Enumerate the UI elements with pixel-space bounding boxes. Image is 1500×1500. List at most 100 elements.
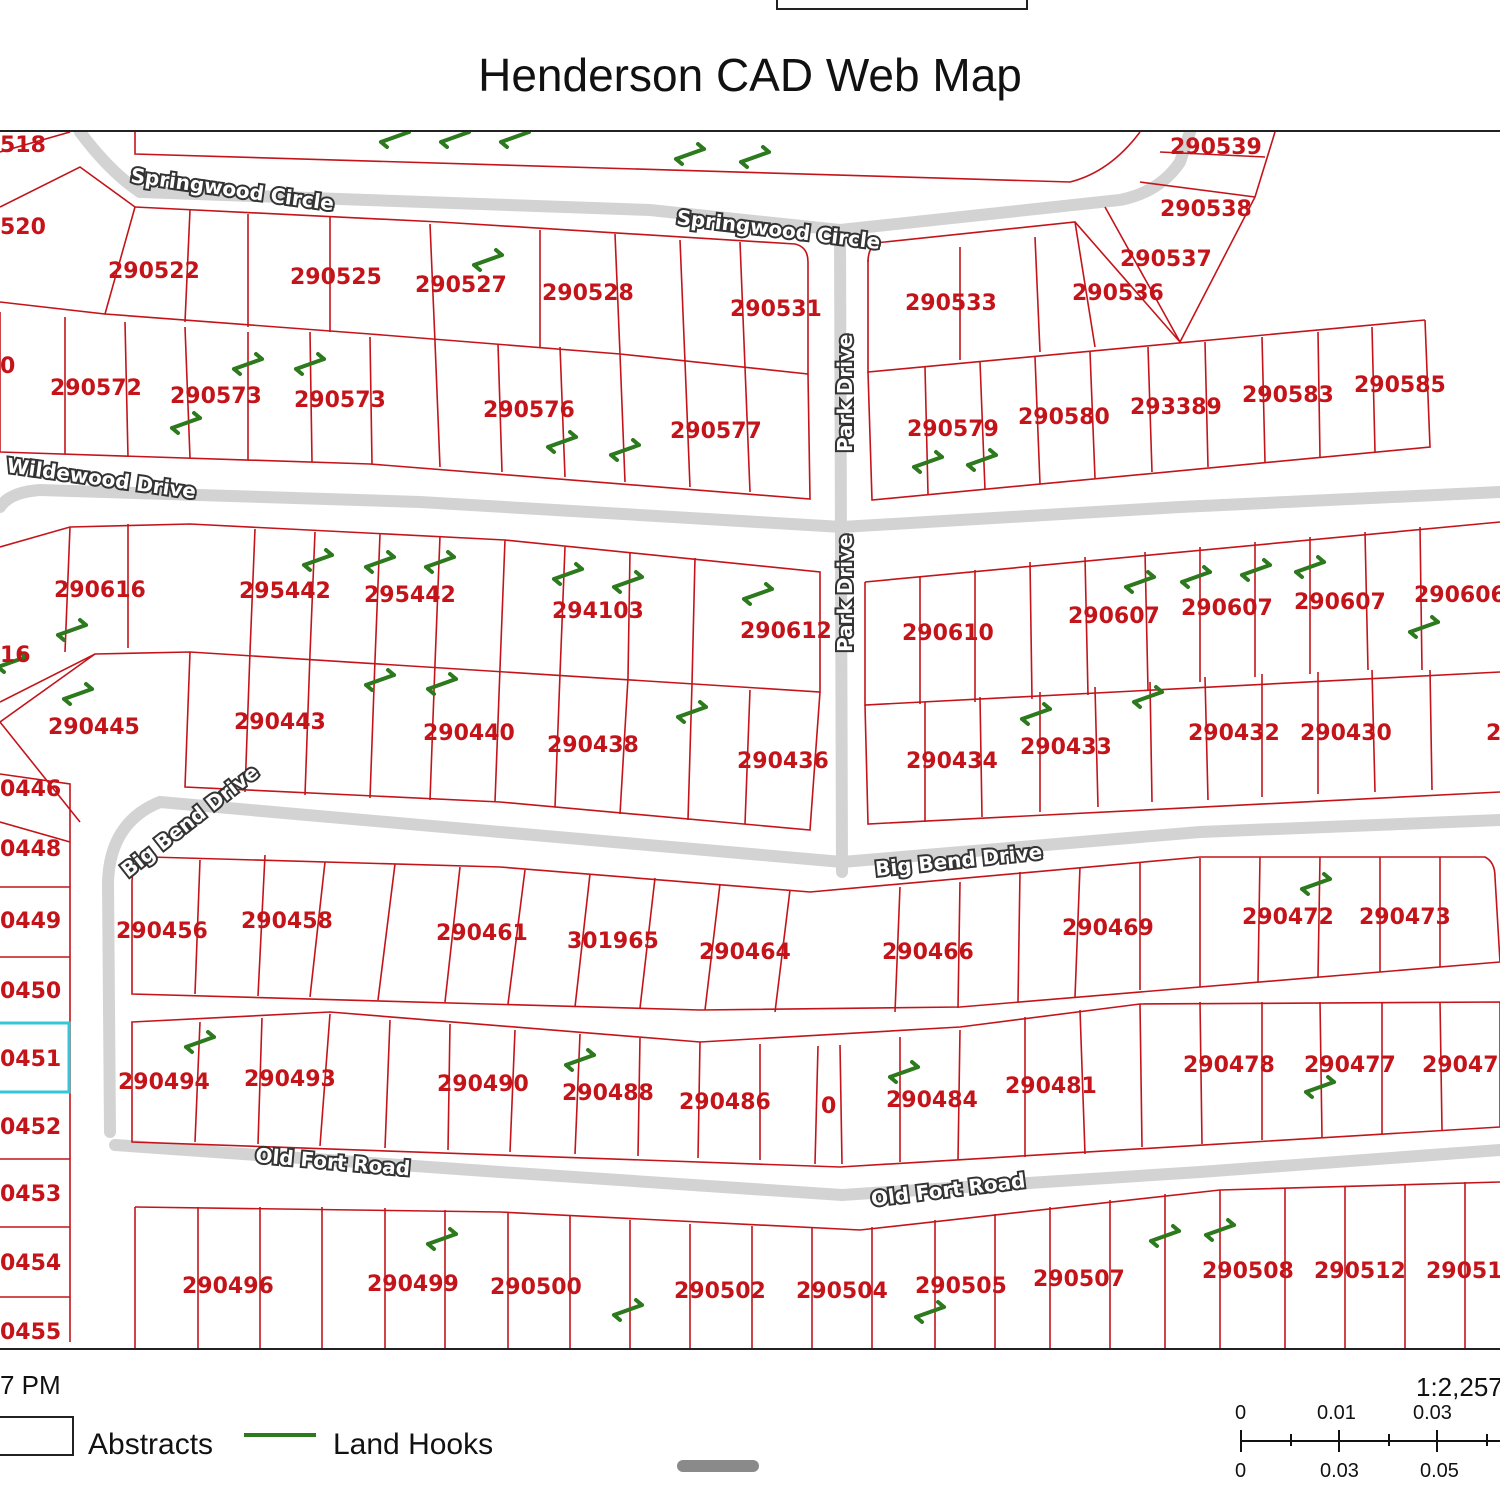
parcel-id: 290458	[241, 909, 333, 934]
parcel-id: 290522	[108, 259, 200, 284]
land-hook-icon	[1304, 1075, 1336, 1099]
land-hook-icon	[966, 448, 998, 472]
parcel-id: 520	[0, 215, 46, 240]
land-hook-icon	[499, 132, 531, 149]
scale-tick	[1388, 1434, 1390, 1446]
parcel-id: 290607	[1294, 590, 1386, 615]
parcel-id: 290494	[118, 1070, 210, 1095]
drag-handle[interactable]	[677, 1460, 759, 1472]
land-hook-icon	[1240, 558, 1272, 582]
land-hook-icon	[888, 1060, 920, 1084]
land-hook-icon	[1020, 702, 1052, 726]
parcel-id: 290436	[737, 749, 829, 774]
parcel-id: 290430	[1300, 721, 1392, 746]
parcel-id: 290505	[915, 1274, 1007, 1299]
land-hook-icon	[439, 132, 471, 149]
land-hook-icon	[612, 1298, 644, 1322]
road-wildewood-drive	[0, 483, 1500, 534]
land-hook-icon	[364, 668, 396, 692]
parcel-id: 290607	[1181, 596, 1273, 621]
parcel-id: 29047	[1422, 1053, 1499, 1078]
parcel-id: 290616	[54, 578, 146, 603]
parcel-id: 0452	[0, 1115, 61, 1140]
scale-label: 0.03	[1413, 1402, 1452, 1424]
parcel-id: 290490	[437, 1072, 529, 1097]
parcel-id: 0	[0, 354, 15, 379]
land-hook-icon	[170, 411, 202, 435]
parcel-id: 290440	[423, 721, 515, 746]
parcel-id: 290539	[1170, 135, 1262, 160]
land-hook-icon	[1124, 570, 1156, 594]
scale-tick	[1436, 1430, 1438, 1452]
parcel-id: 290461	[436, 921, 528, 946]
road-label: Park Drive	[833, 534, 857, 652]
land-hook-icon	[302, 548, 334, 572]
parcel-id: 290612	[740, 619, 832, 644]
parcel-id: 290478	[1183, 1053, 1275, 1078]
parcel-id: 290610	[902, 621, 994, 646]
parcel-id: 290456	[116, 919, 208, 944]
parcel-id: 290528	[542, 281, 634, 306]
parcel-id: 2	[1486, 721, 1500, 746]
road-big-bend-drive	[101, 795, 1500, 1138]
parcel-id: 290585	[1354, 373, 1446, 398]
land-hook-icon	[739, 145, 771, 169]
parcel-id: 290466	[882, 940, 974, 965]
parcel-id: 0451	[0, 1047, 61, 1072]
parcel-id: 290496	[182, 1274, 274, 1299]
parcel-id: 290507	[1033, 1267, 1125, 1292]
scale-tick	[1240, 1430, 1242, 1452]
land-hook-icon	[1294, 555, 1326, 579]
parcel-id: 0448	[0, 837, 61, 862]
parcel-id: 290438	[547, 733, 639, 758]
land-hook-icon	[1300, 872, 1332, 896]
parcel-id: 290536	[1072, 281, 1164, 306]
parcel-id: 290527	[415, 273, 507, 298]
parcel-id: 290525	[290, 265, 382, 290]
parcel-id: 0	[821, 1094, 836, 1119]
scale-bar	[1240, 1440, 1500, 1442]
parcel-id: 0446	[0, 777, 61, 802]
scale-label: 0.05	[1420, 1460, 1459, 1482]
parcel-id: 290573	[170, 384, 262, 409]
land-hook-icon	[676, 700, 708, 724]
parcel-id: 0455	[0, 1320, 61, 1345]
legend-land-hooks-label: Land Hooks	[333, 1428, 494, 1461]
parcel-id: 290607	[1068, 604, 1160, 629]
land-hook-icon	[1204, 1218, 1236, 1242]
selected-parcel-outline[interactable]	[0, 1021, 71, 1094]
parcel-id: 290472	[1242, 905, 1334, 930]
parcel-id: 290504	[796, 1279, 888, 1304]
land-hook-icon	[1180, 565, 1212, 589]
parcel-id: 295442	[364, 583, 456, 608]
land-hooks-layer	[0, 132, 1440, 1324]
land-hook-icon	[1132, 685, 1164, 709]
parcel-id: 290488	[562, 1081, 654, 1106]
parcel-id: 290433	[1020, 735, 1112, 760]
land-hook-icon	[609, 438, 641, 462]
legend-abstracts-swatch	[0, 1416, 74, 1456]
scale-label: 0.01	[1317, 1402, 1356, 1424]
scale-tick	[1486, 1434, 1488, 1446]
parcels-layer	[0, 132, 1500, 1348]
parcel-id: 290484	[886, 1088, 978, 1113]
parcel-id: 295442	[239, 579, 331, 604]
parcel-id: 290580	[1018, 405, 1110, 430]
land-hook-icon	[426, 672, 458, 696]
map-canvas[interactable]: Springwood Circle Springwood Circle Park…	[0, 130, 1500, 1350]
scale-tick	[1290, 1434, 1292, 1446]
parcel-id: 301965	[567, 929, 659, 954]
parcel-id: 290512	[1314, 1259, 1406, 1284]
land-hook-icon	[912, 450, 944, 474]
parcel-id: 290469	[1062, 916, 1154, 941]
parcel-id: 290481	[1005, 1074, 1097, 1099]
legend-land-hooks-swatch	[244, 1433, 316, 1437]
parcel-id: 290464	[699, 940, 791, 965]
land-hook-icon	[1408, 615, 1440, 639]
land-hook-icon	[426, 1227, 458, 1251]
parcel-id: 290537	[1120, 247, 1212, 272]
land-hook-icon	[379, 132, 411, 149]
land-hook-icon	[424, 550, 456, 574]
parcel-id: 0453	[0, 1182, 61, 1207]
parcel-id: 290500	[490, 1275, 582, 1300]
